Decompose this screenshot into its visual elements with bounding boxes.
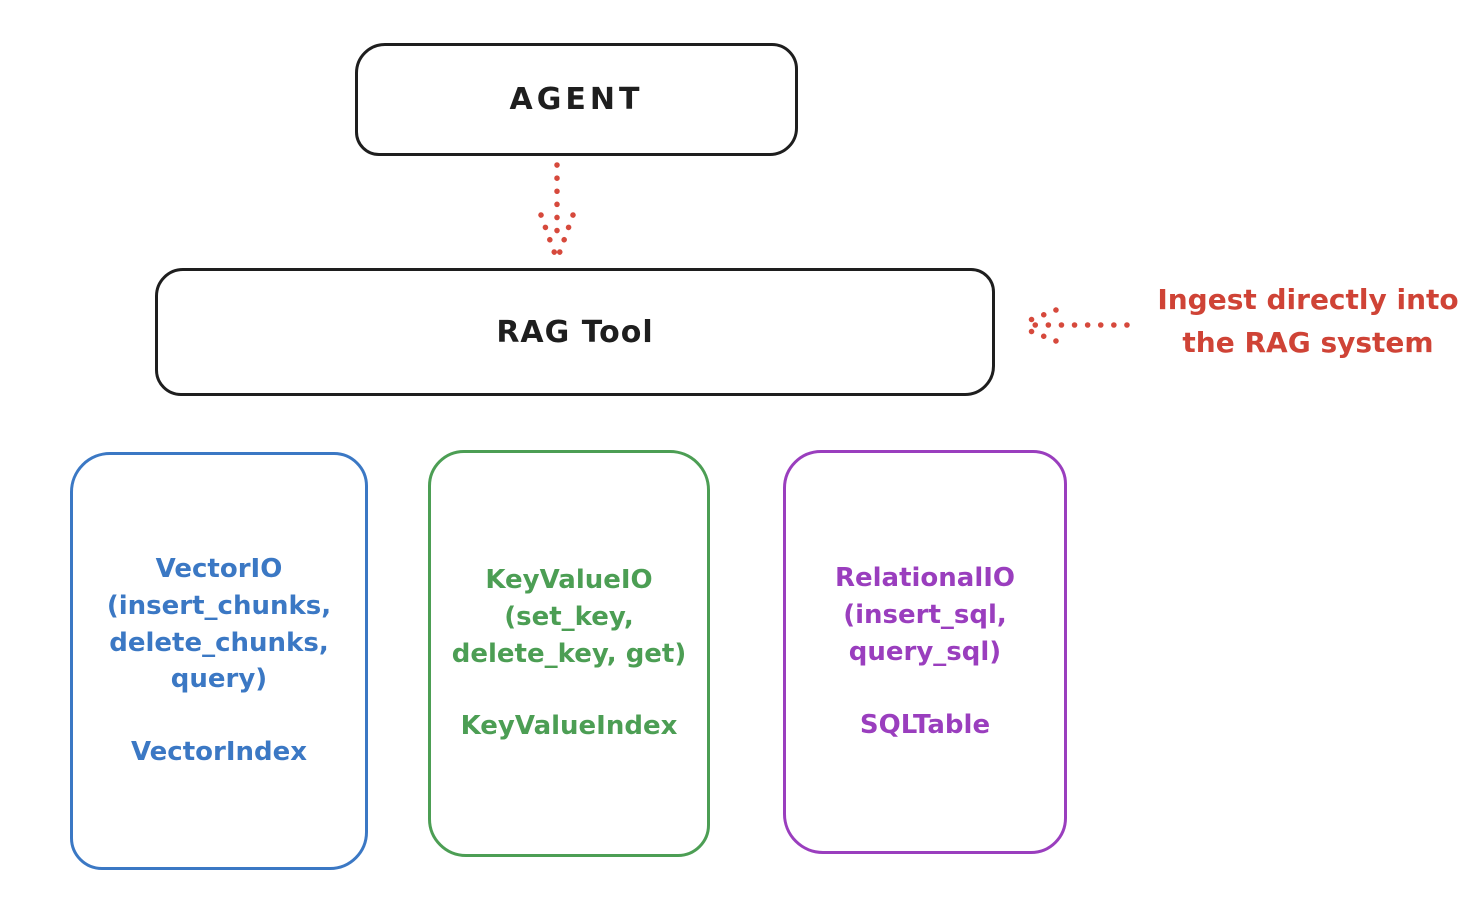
rag-tool-node: RAG Tool [155, 268, 995, 396]
vector-io-index-label: VectorIndex [130, 737, 308, 768]
key-value-io-node: KeyValueIO (set_key, delete_key, get) Ke… [428, 450, 710, 857]
ingest-annotation: Ingest directly into the RAG system [1157, 283, 1459, 360]
rag-tool-label: RAG Tool [496, 314, 654, 350]
key-value-io-index-label: KeyValueIndex [460, 711, 678, 742]
relational-io-node: RelationalIO (insert_sql, query_sql) SQL… [783, 450, 1067, 854]
key-value-io-methods-label: KeyValueIO (set_key, delete_key, get) [451, 564, 687, 669]
dotted-arrow-left-icon [1017, 307, 1130, 344]
agent-node: AGENT [355, 43, 798, 156]
dotted-arrow-down-icon [538, 162, 576, 260]
agent-label: AGENT [509, 82, 644, 117]
vector-io-node: VectorIO (insert_chunks, delete_chunks, … [70, 452, 368, 870]
relational-io-index-label: SQLTable [859, 709, 991, 740]
vector-io-methods-label: VectorIO (insert_chunks, delete_chunks, … [106, 553, 332, 695]
relational-io-methods-label: RelationalIO (insert_sql, query_sql) [834, 563, 1016, 667]
